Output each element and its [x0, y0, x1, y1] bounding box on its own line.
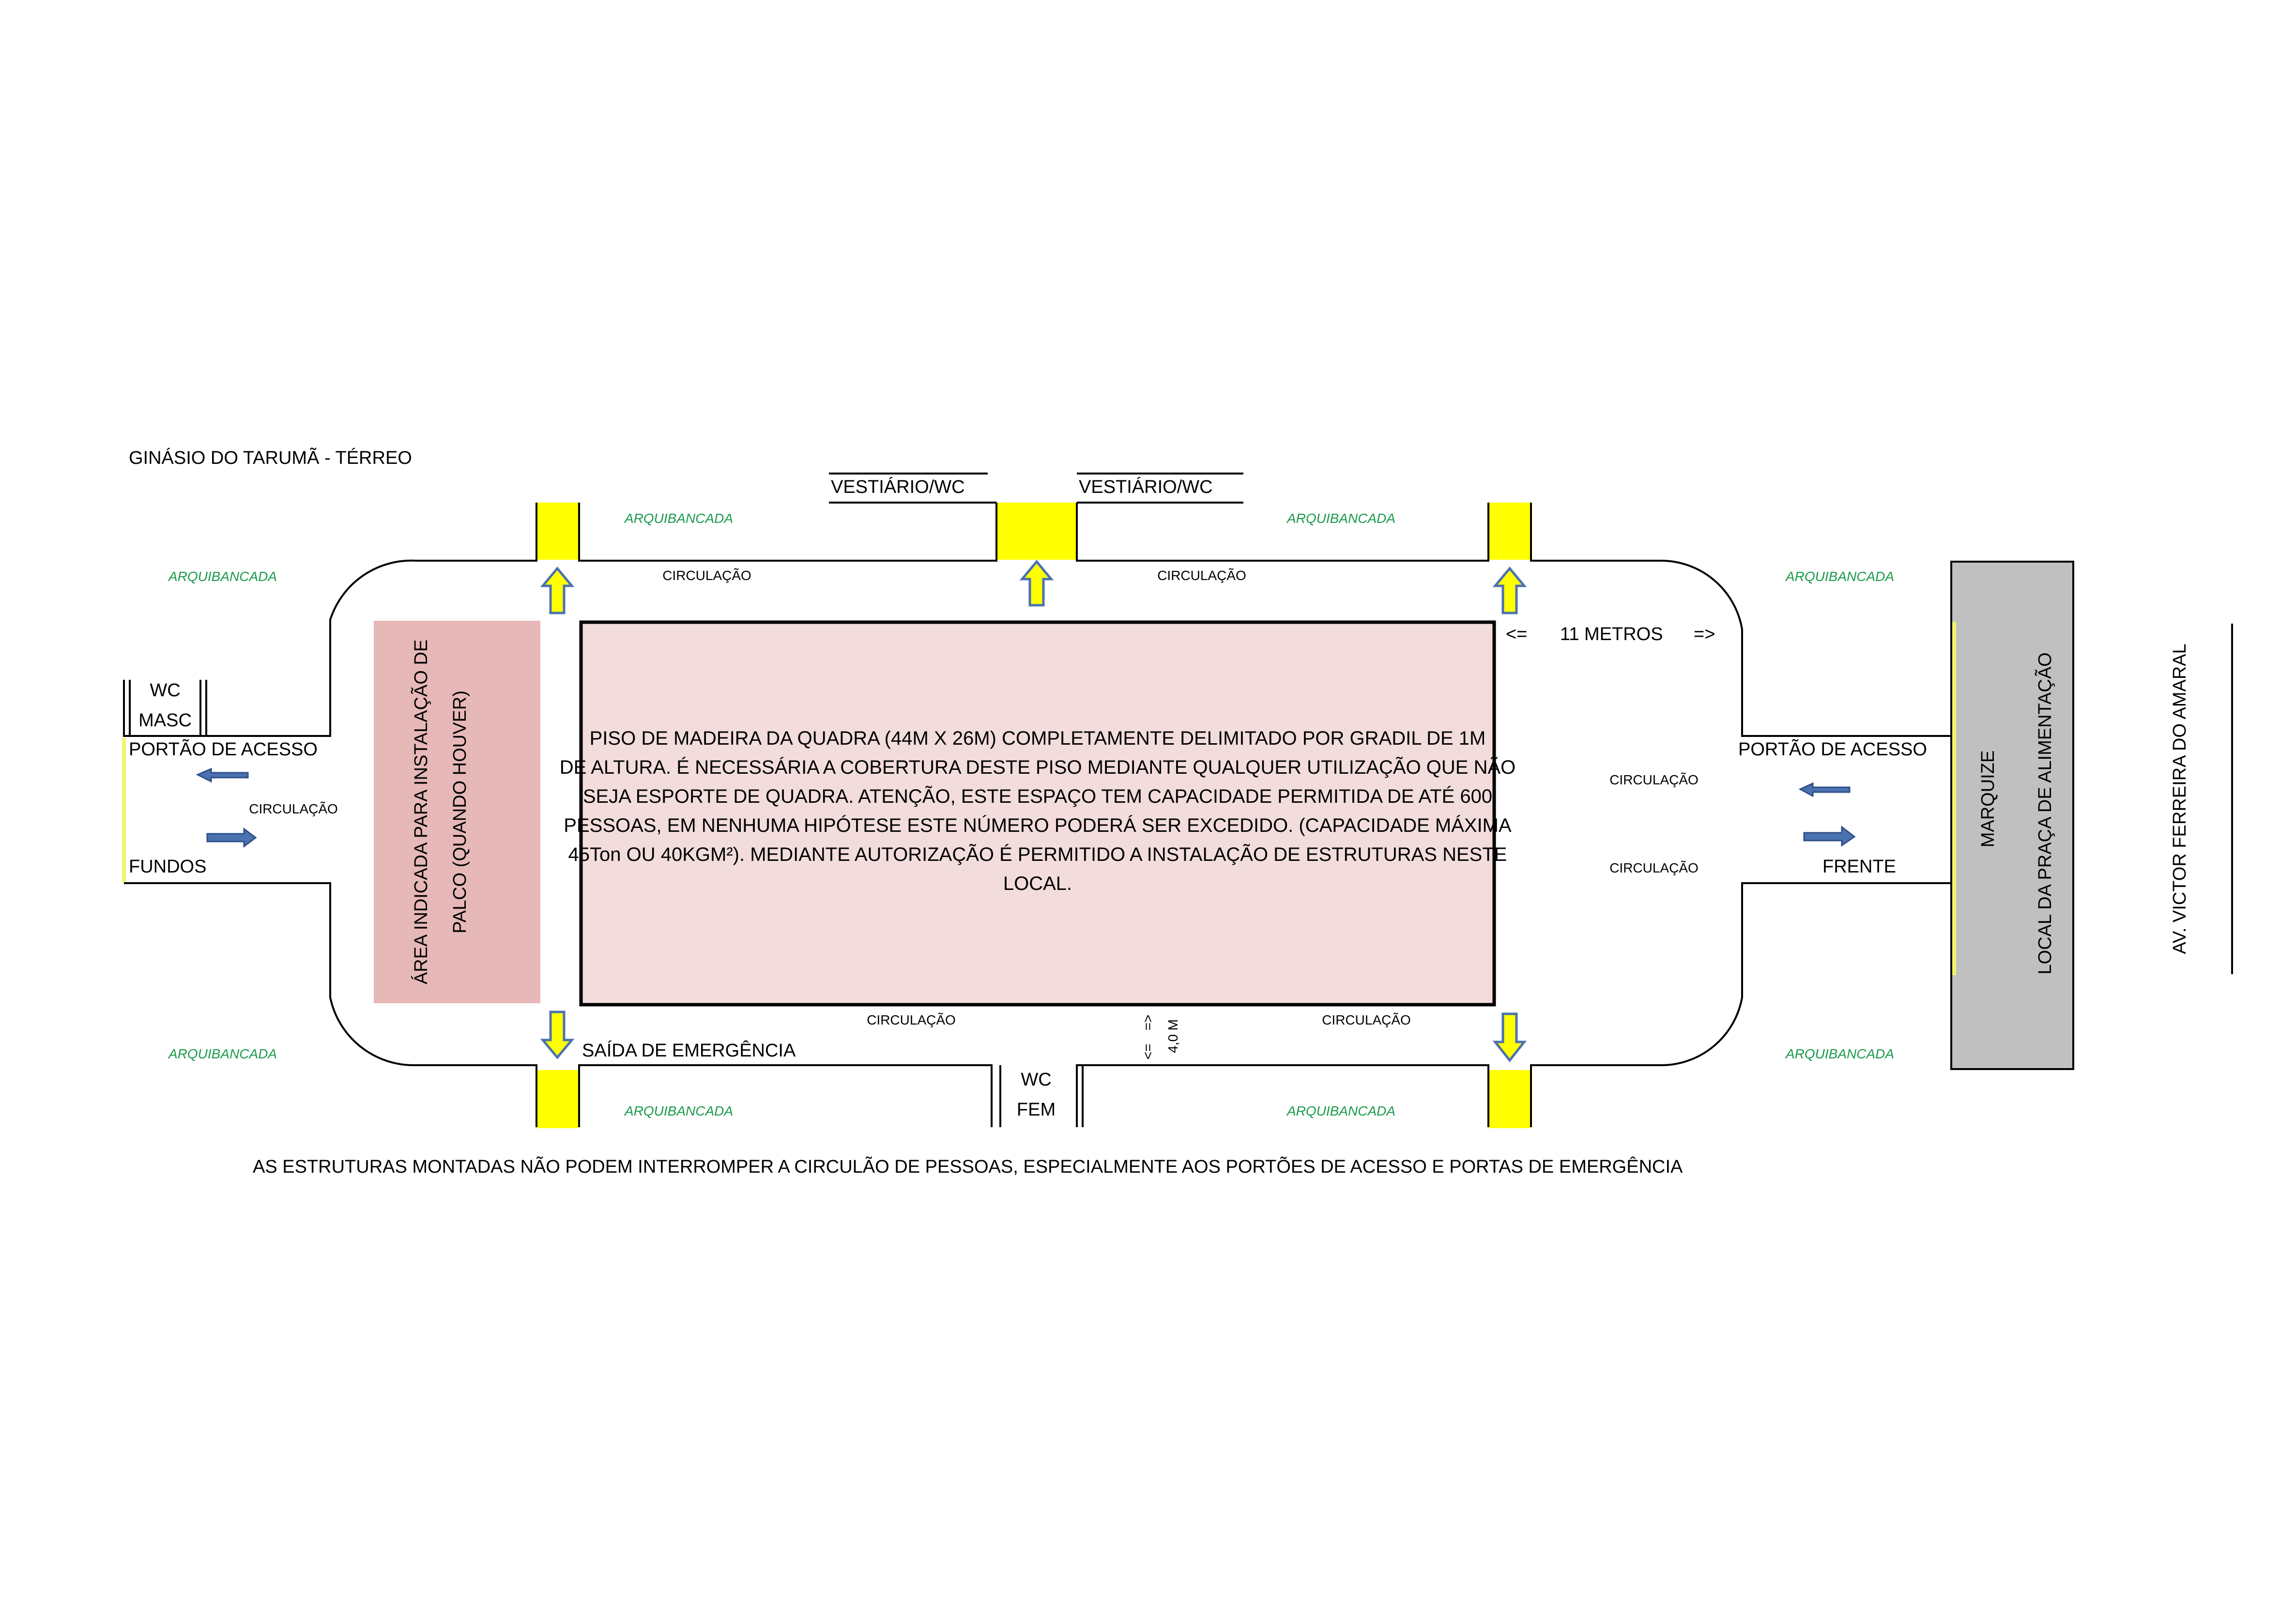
- arquibancada-label: ARQUIBANCADA: [1286, 511, 1395, 526]
- court-text-line: DE ALTURA. É NECESSÁRIA A COBERTURA DEST…: [560, 756, 1516, 778]
- stage-label-line1: ÁREA INDICADA PARA INSTALAÇÃO DE: [411, 640, 431, 984]
- arquibancada-label: ARQUIBANCADA: [168, 1046, 277, 1061]
- circulacao-label: CIRCULAÇÃO: [249, 801, 338, 816]
- vestiario-left-label: VESTIÁRIO/WC: [831, 476, 965, 497]
- dimension-arrow-bottom: =>: [1141, 1044, 1156, 1060]
- page-title: GINÁSIO DO TARUMÃ - TÉRREO: [129, 447, 412, 468]
- door-top-center: [996, 503, 1077, 560]
- arquibancada-label: ARQUIBANCADA: [1785, 1046, 1894, 1061]
- wc-fem-label-1: WC: [1021, 1070, 1051, 1090]
- circulacao-label: CIRCULAÇÃO: [662, 568, 751, 583]
- court-text-line: PESSOAS, EM NENHUMA HIPÓTESE ESTE NÚMERO…: [564, 814, 1512, 836]
- arquibancada-label: ARQUIBANCADA: [624, 511, 733, 526]
- marquize-block: [1950, 561, 2074, 1070]
- circulacao-label: CIRCULAÇÃO: [1609, 860, 1699, 875]
- vestiario-right-label: VESTIÁRIO/WC: [1079, 476, 1213, 497]
- wc-masc-label-1: WC: [150, 680, 180, 701]
- walls: [123, 473, 1951, 1127]
- gate-back-label: PORTÃO DE ACESSO: [129, 739, 318, 760]
- gate-front-strip: [1952, 622, 1956, 975]
- avenue-label: AV. VICTOR FERREIRA DO AMARAL: [2170, 643, 2190, 954]
- arrow-up-icon: [1019, 560, 1054, 607]
- dimension-arrow-top: <=: [1141, 1015, 1156, 1031]
- court-text: PISO DE MADEIRA DA QUADRA (44M X 26M) CO…: [560, 728, 1516, 894]
- court-text-line: PISO DE MADEIRA DA QUADRA (44M X 26M) CO…: [590, 728, 1486, 749]
- arrow-right-icon: [206, 827, 257, 848]
- fundos-label: FUNDOS: [129, 857, 206, 877]
- frente-label: FRENTE: [1822, 857, 1896, 877]
- door-bottom-right: [1488, 1070, 1531, 1128]
- gate-back-strip: [122, 738, 126, 882]
- court-text-line: LOCAL.: [1003, 873, 1072, 894]
- arrow-right-icon: [1803, 825, 1856, 847]
- circulacao-label: CIRCULAÇÃO: [867, 1012, 956, 1027]
- marquize-label: MARQUIZE: [1978, 750, 1998, 848]
- dimension-label-4m: 4,0 M: [1165, 1019, 1180, 1053]
- arquibancada-label: ARQUIBANCADA: [1785, 569, 1894, 584]
- circulacao-label: CIRCULAÇÃO: [1157, 568, 1246, 583]
- door-bottom-left: [536, 1070, 579, 1128]
- arquibancada-label: ARQUIBANCADA: [624, 1103, 733, 1118]
- stage-area: [374, 621, 540, 1003]
- dimension-arrow-left: <=: [1506, 624, 1527, 644]
- wc-fem-label-2: FEM: [1017, 1100, 1056, 1120]
- circulacao-label: CIRCULAÇÃO: [1609, 772, 1699, 787]
- dimension-arrow-right: =>: [1694, 624, 1715, 644]
- arrow-left-icon: [196, 767, 249, 783]
- arrow-left-icon: [1798, 782, 1851, 797]
- arquibancada-label: ARQUIBANCADA: [168, 569, 277, 584]
- arrow-up-icon: [540, 566, 575, 614]
- stage-label-line2: PALCO (QUANDO HOUVER): [450, 690, 470, 933]
- arquibancada-label: ARQUIBANCADA: [1286, 1103, 1395, 1118]
- gate-front-label: PORTÃO DE ACESSO: [1738, 739, 1927, 760]
- court-text-line: 45Ton OU 40KGM²). MEDIANTE AUTORIZAÇÃO É…: [568, 843, 1507, 865]
- court-text-line: SEJA ESPORTE DE QUADRA. ATENÇÃO, ESTE ES…: [583, 785, 1492, 807]
- arrow-down-icon: [1492, 1012, 1527, 1063]
- emergency-exit-label: SAÍDA DE EMERGÊNCIA: [582, 1040, 796, 1061]
- arrow-down-icon: [540, 1010, 575, 1059]
- door-top-right: [1488, 503, 1531, 560]
- court-area: [579, 620, 1496, 1007]
- circulacao-label: CIRCULAÇÃO: [1322, 1012, 1411, 1027]
- door-top-left: [536, 503, 579, 560]
- dimension-label-11m: 11 METROS: [1560, 624, 1663, 644]
- footer-note: AS ESTRUTURAS MONTADAS NÃO PODEM INTERRO…: [253, 1156, 1683, 1177]
- wc-masc-label-2: MASC: [138, 710, 192, 731]
- praca-label: LOCAL DA PRAÇA DE ALIMENTAÇÃO: [2035, 652, 2055, 974]
- arrow-up-icon: [1492, 566, 1527, 614]
